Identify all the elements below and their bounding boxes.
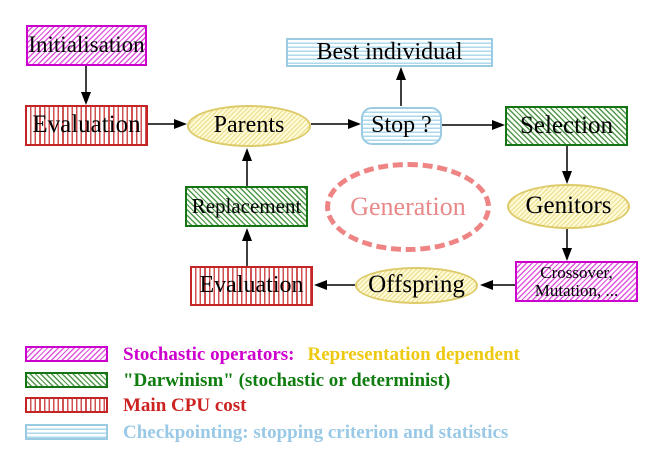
generation-label: Generation xyxy=(350,192,466,222)
arrow-selection-to-genitors xyxy=(562,146,572,184)
legend-label-checkpointing: Checkpointing: stopping criterion and st… xyxy=(123,421,509,443)
node-evaluation-bottom: Evaluation xyxy=(190,266,313,306)
legend-row-darwinism: "Darwinism" (stochastic or determinist) xyxy=(25,369,451,391)
node-crossover-label-line2: Mutation, ... xyxy=(534,280,619,300)
arrow-stop-to-best-individual xyxy=(396,67,406,106)
node-best-individual: Best individual xyxy=(286,38,493,67)
node-parents-label: Parents xyxy=(213,112,285,139)
legend-label-stochastic-operators: Stochastic operators: xyxy=(123,343,295,365)
legend-label-representation-dependent: Representation dependent xyxy=(307,343,520,365)
arrow-crossover-to-offspring xyxy=(480,280,515,290)
node-genitors-label: Genitors xyxy=(525,192,612,220)
legend-label-main-cpu-cost: Main CPU cost xyxy=(123,394,247,416)
node-evaluation-bottom-label: Evaluation xyxy=(199,272,304,299)
legend-row-checkpointing: Checkpointing: stopping criterion and st… xyxy=(25,421,509,443)
arrow-stop-to-selection xyxy=(442,120,505,130)
node-offspring-label: Offspring xyxy=(368,271,465,299)
legend-swatch-stochastic-operators xyxy=(25,346,108,362)
arrow-offspring-to-evaluation xyxy=(314,280,355,290)
legend-label-darwinism: "Darwinism" (stochastic or determinist) xyxy=(123,369,451,391)
legend-row-main-cpu-cost: Main CPU cost xyxy=(25,394,247,416)
arrow-genitors-to-crossover xyxy=(562,229,572,261)
arrow-initialisation-to-evaluation xyxy=(81,66,91,105)
node-replacement-label: Replacement xyxy=(191,194,302,219)
node-evaluation-top: Evaluation xyxy=(25,105,148,146)
node-stop: Stop ? xyxy=(361,107,442,145)
arrow-replacement-to-parents xyxy=(242,148,252,186)
node-crossover-mutation: Crossover, Mutation, ... xyxy=(515,261,638,302)
legend-row-stochastic-operators: Stochastic operators: Representation dep… xyxy=(25,343,520,365)
node-best-individual-label: Best individual xyxy=(316,38,463,65)
node-replacement: Replacement xyxy=(185,186,308,227)
arrow-evaluation-to-replacement xyxy=(242,228,252,266)
node-selection-label: Selection xyxy=(519,111,614,139)
node-stop-label: Stop ? xyxy=(371,112,432,139)
node-evaluation-top-label: Evaluation xyxy=(32,111,141,139)
legend-swatch-main-cpu-cost xyxy=(25,397,108,413)
legend-swatch-darwinism xyxy=(25,372,108,388)
node-initialisation-label: Initialisation xyxy=(28,32,145,58)
generation-loop-ellipse: Generation xyxy=(325,162,491,252)
node-initialisation: Initialisation xyxy=(26,25,147,66)
node-parents: Parents xyxy=(187,105,311,147)
legend-swatch-checkpointing xyxy=(25,424,108,440)
arrow-parents-to-stop xyxy=(311,119,361,129)
node-genitors: Genitors xyxy=(507,184,630,229)
node-offspring: Offspring xyxy=(355,267,478,304)
arrow-evaluation-to-parents xyxy=(148,119,187,129)
node-crossover-label-line1: Crossover, xyxy=(540,262,613,282)
node-selection: Selection xyxy=(505,106,628,146)
